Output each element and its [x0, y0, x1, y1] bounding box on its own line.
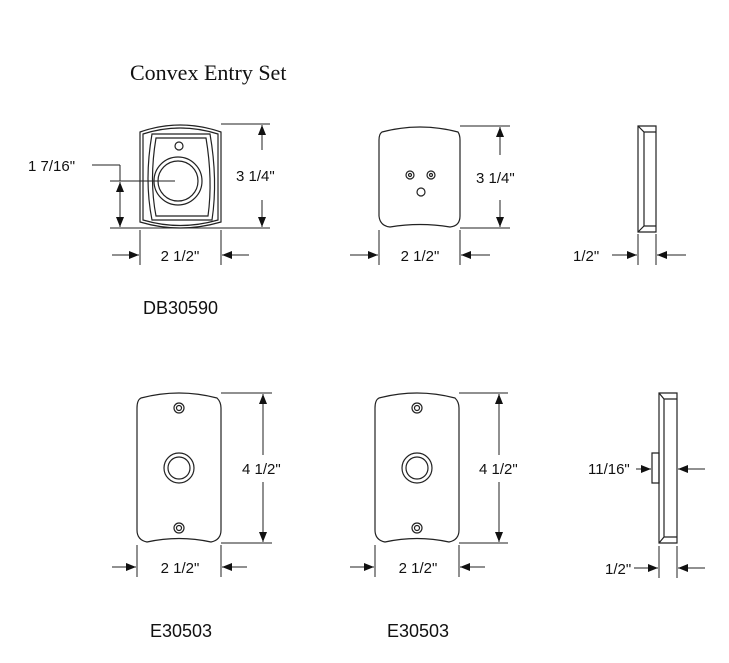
- e30503-1-width-label: 2 1/2": [161, 560, 200, 577]
- side-depth-label-2: 1/2": [605, 561, 631, 578]
- e30503-2-width-label: 2 1/2": [399, 560, 438, 577]
- rear-plate-view: [350, 125, 510, 265]
- db30590-side-view: [612, 125, 686, 265]
- e30503-2-height-label: 4 1/2": [479, 461, 518, 478]
- side-projection-label: 11/16": [588, 461, 630, 478]
- e30503-side-view: [634, 392, 705, 578]
- db30590-front-view: [92, 123, 270, 265]
- rear-plate-height-label: 3 1/4": [476, 170, 515, 187]
- side-depth-label: 1/2": [573, 248, 599, 265]
- db30590-width-label: 2 1/2": [161, 248, 200, 265]
- e30503-front-view-2: [350, 392, 508, 577]
- db30590-height-label: 3 1/4": [236, 168, 275, 185]
- e30503-front-view-1: [112, 392, 272, 577]
- e30503-2-model-label: E30503: [387, 621, 449, 641]
- page-title: Convex Entry Set: [130, 60, 286, 85]
- db30590-center-label: 1 7/16": [28, 158, 75, 175]
- rear-plate-width-label: 2 1/2": [401, 248, 440, 265]
- db30590-model-label: DB30590: [143, 298, 218, 318]
- e30503-1-model-label: E30503: [150, 621, 212, 641]
- e30503-1-height-label: 4 1/2": [242, 461, 281, 478]
